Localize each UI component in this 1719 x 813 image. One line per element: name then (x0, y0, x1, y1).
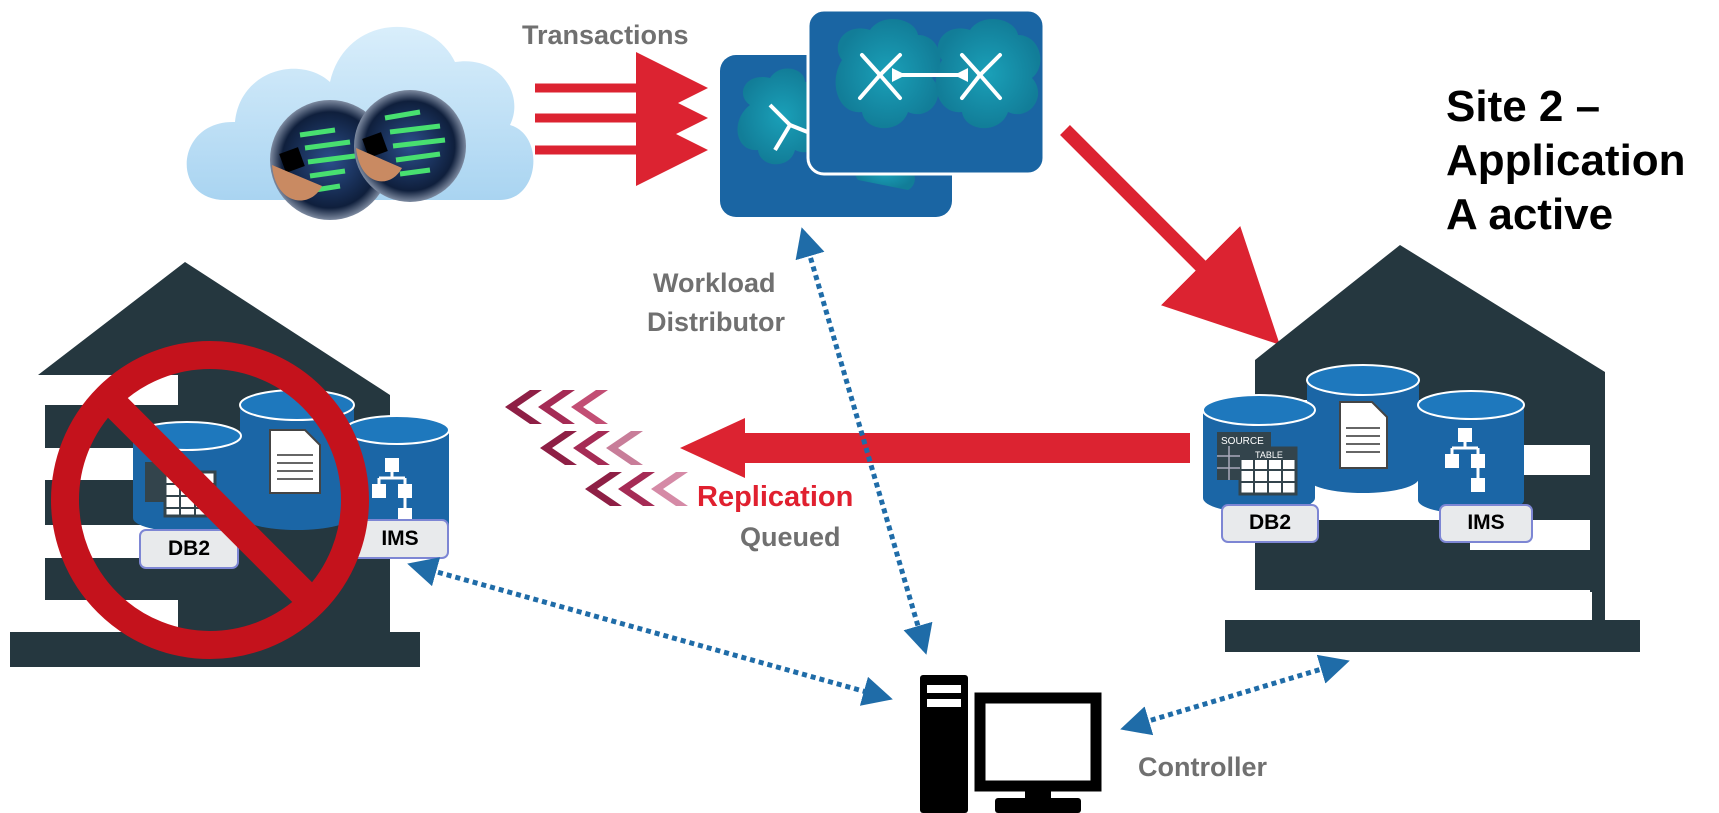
hierarchy-icon (372, 458, 412, 522)
link-distributor-controller (795, 227, 933, 655)
database-cylinder-icon (344, 415, 450, 542)
site2-db2-label: DB2 (1248, 511, 1291, 534)
computer-icon (920, 675, 1102, 813)
transactions-label: Transactions (522, 20, 689, 50)
queued-chevrons (505, 390, 688, 506)
site1-db2-label-box (139, 529, 239, 569)
queued-label: Queued (740, 522, 841, 552)
controller-label: Controller (1138, 752, 1268, 782)
disc-icon (354, 90, 466, 202)
document-icon (269, 429, 321, 494)
site2-building-icon (1225, 245, 1640, 652)
cloud-icon (186, 26, 534, 220)
table-grid-icon: SOURCE TABLE (1217, 432, 1298, 496)
site2-table-tag: TABLE (1255, 450, 1283, 460)
transaction-arrows (535, 52, 708, 186)
site2-db2-label-box (1221, 504, 1319, 543)
replication-label: Replication (697, 481, 854, 513)
dotted-links (407, 227, 1350, 736)
site1-db2-label: DB2 (167, 537, 210, 560)
replication-arrow (680, 418, 1190, 478)
flow-arrow-to-site2 (1060, 125, 1280, 345)
link-site1-controller (407, 557, 893, 706)
site1-ims-label: IMS (381, 527, 419, 550)
database-cylinder-icon (1417, 390, 1525, 514)
workload-distributor-icon (720, 8, 1046, 217)
prohibited-icon (51, 341, 369, 659)
site2-database-cylinders: SOURCE TABLE (1202, 364, 1533, 543)
site2-source-tag: SOURCE (1221, 436, 1264, 447)
workload-distributor-label-line1: Workload (653, 268, 776, 298)
site2-ims-label-box (1439, 504, 1533, 543)
link-site2-controller (1120, 654, 1350, 736)
site2-ims-label: IMS (1467, 511, 1505, 534)
hierarchy-icon (1445, 428, 1485, 492)
document-icon (1339, 401, 1388, 469)
workload-distributor-label-line2: Distributor (647, 307, 785, 337)
site2-title: Site 2 – Application A active (1446, 82, 1686, 239)
